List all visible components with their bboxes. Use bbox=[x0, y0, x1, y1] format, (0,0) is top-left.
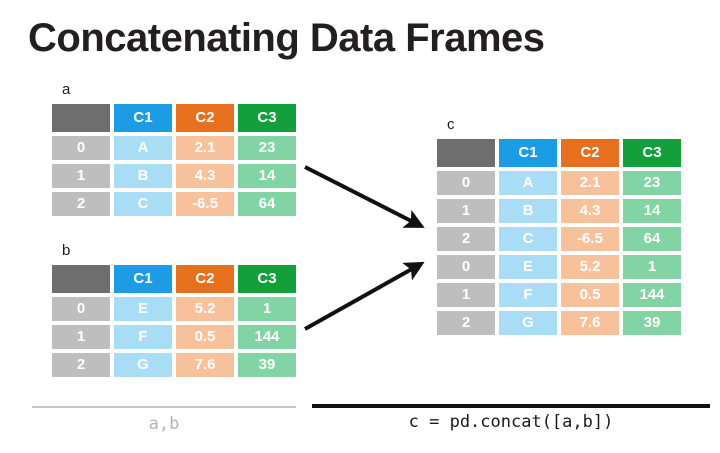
table-row: 5.2 bbox=[176, 297, 234, 321]
arrow-b-to-c bbox=[304, 261, 425, 331]
table-row: 1 bbox=[437, 199, 495, 223]
header-cell-index bbox=[52, 265, 110, 293]
header-cell-c1: C1 bbox=[114, 104, 172, 132]
table-row: 4.3 bbox=[176, 164, 234, 188]
right-caption: c = pd.concat([a,b]) bbox=[408, 412, 614, 432]
left-divider-rule bbox=[32, 406, 296, 408]
table-row: 0 bbox=[52, 136, 110, 160]
table-row: 1 bbox=[437, 283, 495, 307]
dataframe-c: c C1 C2 C3 0 A 2.1 23 1 B 4.3 14 2 C -6.… bbox=[437, 117, 681, 335]
table-row: G bbox=[499, 311, 557, 335]
header-cell-index bbox=[52, 104, 110, 132]
table-row: B bbox=[114, 164, 172, 188]
table-row: 0.5 bbox=[176, 325, 234, 349]
dataframe-a: a C1 C2 C3 0 A 2.1 23 1 B 4.3 14 2 C -6.… bbox=[52, 82, 296, 216]
table-row: 1 bbox=[52, 164, 110, 188]
table-row: 64 bbox=[623, 227, 681, 251]
table-row: 0 bbox=[52, 297, 110, 321]
table-row: 2 bbox=[52, 192, 110, 216]
header-cell-c2: C2 bbox=[176, 104, 234, 132]
left-caption: a,b bbox=[148, 414, 180, 434]
table-row: 14 bbox=[238, 164, 296, 188]
table-row: 14 bbox=[623, 199, 681, 223]
table-row: 23 bbox=[238, 136, 296, 160]
header-cell-c1: C1 bbox=[114, 265, 172, 293]
table-row: G bbox=[114, 353, 172, 377]
table-row: 144 bbox=[238, 325, 296, 349]
table-row: -6.5 bbox=[561, 227, 619, 251]
table-row: 64 bbox=[238, 192, 296, 216]
dataframe-b-grid: C1 C2 C3 0 E 5.2 1 1 F 0.5 144 2 G 7.6 3… bbox=[52, 265, 296, 377]
table-row: F bbox=[499, 283, 557, 307]
table-row: 23 bbox=[623, 171, 681, 195]
dataframe-a-grid: C1 C2 C3 0 A 2.1 23 1 B 4.3 14 2 C -6.5 … bbox=[52, 104, 296, 216]
table-row: 4.3 bbox=[561, 199, 619, 223]
header-cell-c3: C3 bbox=[238, 104, 296, 132]
header-cell-c3: C3 bbox=[623, 139, 681, 167]
table-row: 0 bbox=[437, 255, 495, 279]
table-row: 2 bbox=[437, 311, 495, 335]
table-row: E bbox=[114, 297, 172, 321]
header-cell-c3: C3 bbox=[238, 265, 296, 293]
dataframe-a-label: a bbox=[62, 81, 71, 98]
table-row: 5.2 bbox=[561, 255, 619, 279]
table-row: 1 bbox=[52, 325, 110, 349]
table-row: F bbox=[114, 325, 172, 349]
table-row: 0.5 bbox=[561, 283, 619, 307]
table-row: 7.6 bbox=[561, 311, 619, 335]
page-title: Concatenating Data Frames bbox=[28, 16, 545, 60]
table-row: -6.5 bbox=[176, 192, 234, 216]
header-cell-c1: C1 bbox=[499, 139, 557, 167]
table-row: 39 bbox=[238, 353, 296, 377]
dataframe-b: b C1 C2 C3 0 E 5.2 1 1 F 0.5 144 2 G 7.6… bbox=[52, 243, 296, 377]
table-row: C bbox=[114, 192, 172, 216]
table-row: 2.1 bbox=[561, 171, 619, 195]
table-row: 2 bbox=[437, 227, 495, 251]
table-row: 39 bbox=[623, 311, 681, 335]
arrow-a-to-c bbox=[304, 165, 425, 228]
header-cell-index bbox=[437, 139, 495, 167]
dataframe-b-label: b bbox=[62, 242, 71, 259]
table-row: E bbox=[499, 255, 557, 279]
header-cell-c2: C2 bbox=[561, 139, 619, 167]
dataframe-c-label: c bbox=[447, 116, 455, 133]
table-row: B bbox=[499, 199, 557, 223]
table-row: C bbox=[499, 227, 557, 251]
table-row: A bbox=[499, 171, 557, 195]
table-row: 7.6 bbox=[176, 353, 234, 377]
table-row: 2.1 bbox=[176, 136, 234, 160]
table-row: 0 bbox=[437, 171, 495, 195]
header-cell-c2: C2 bbox=[176, 265, 234, 293]
table-row: 1 bbox=[238, 297, 296, 321]
table-row: 1 bbox=[623, 255, 681, 279]
table-row: 2 bbox=[52, 353, 110, 377]
right-divider-rule bbox=[312, 404, 710, 408]
dataframe-c-grid: C1 C2 C3 0 A 2.1 23 1 B 4.3 14 2 C -6.5 … bbox=[437, 139, 681, 335]
table-row: 144 bbox=[623, 283, 681, 307]
table-row: A bbox=[114, 136, 172, 160]
